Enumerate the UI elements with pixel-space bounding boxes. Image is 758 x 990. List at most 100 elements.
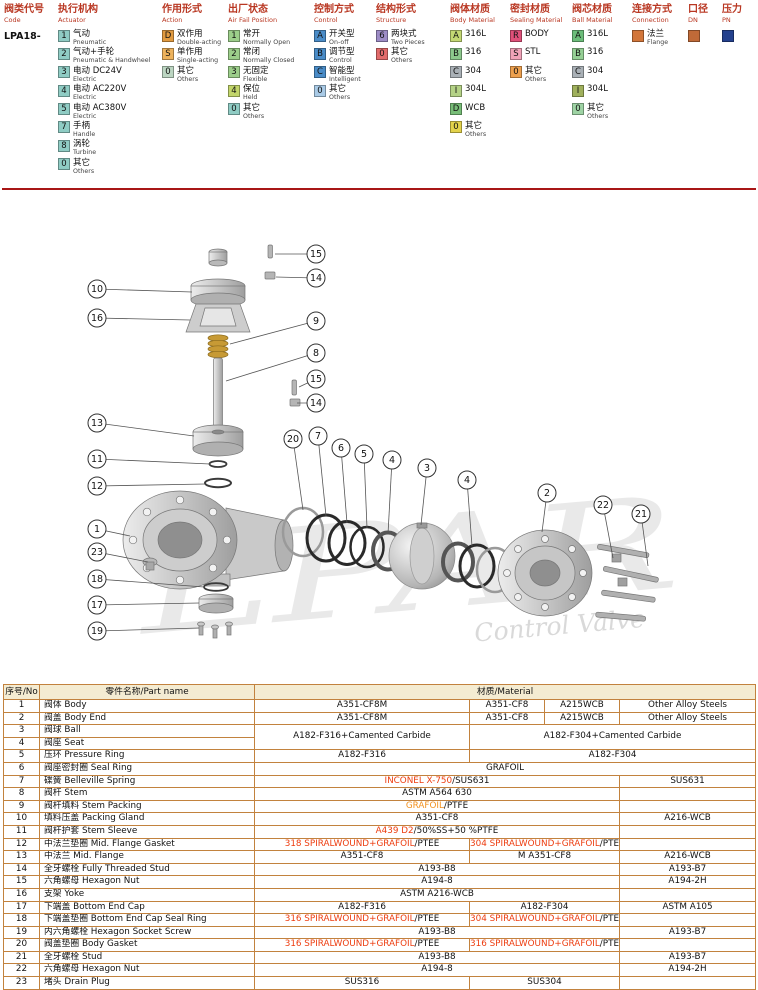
- material-text: A351-CF8M: [336, 712, 388, 723]
- callout-3: 3: [417, 458, 437, 526]
- part-no-cell: 19: [3, 925, 40, 940]
- callout-9: 9: [229, 311, 326, 345]
- option-label-cn: 316: [465, 47, 482, 58]
- material-cell: A215WCB: [544, 699, 620, 713]
- material-cell: ASTM A564 630: [254, 787, 620, 801]
- material-highlight-text: 304 SPIRALWOUND+GRAFOIL: [470, 914, 600, 925]
- column-header-en: Action: [162, 16, 183, 24]
- material-cell: A439 D2/50%SS+50 %PTFE: [254, 824, 620, 839]
- material-cell: [618, 913, 757, 927]
- part-no-cell: 7: [3, 774, 40, 789]
- column-header-en: Body Material: [450, 16, 495, 24]
- option-code-box: 0: [58, 158, 70, 171]
- option-label-cn: 其它: [587, 102, 605, 113]
- callout-14: 14: [275, 268, 326, 288]
- option-label-en: Others: [329, 94, 351, 102]
- column-header-cn: 出厂状态: [228, 4, 268, 15]
- callout-number: 5: [361, 449, 367, 460]
- material-cell: INCONEL X-750/SUS631: [254, 774, 620, 789]
- material-text: A194-2H: [668, 876, 707, 887]
- option-code-box: A: [314, 29, 326, 42]
- material-text: GRAFOIL: [485, 762, 525, 773]
- option-label-cn: 其它: [329, 84, 347, 95]
- column-header-cn: 结构形式: [376, 4, 416, 15]
- material-text: A351-CF8: [485, 712, 529, 723]
- callout-23: 23: [87, 542, 149, 563]
- material-text: A182-F304: [520, 901, 569, 912]
- code-column-header: 阀类代号 Code: [4, 4, 58, 24]
- column-header-cn: 密封材质: [510, 4, 550, 15]
- option-label-en: Pneumatic: [73, 39, 107, 46]
- option-label-en: Others: [525, 75, 547, 83]
- material-cell: A351-CF8: [469, 711, 545, 726]
- callout-13: 13: [87, 413, 195, 437]
- material-cell: A351-CF8: [469, 699, 545, 713]
- callout-number: 14: [310, 398, 322, 409]
- option-code-box: 0: [314, 84, 326, 97]
- option-label-cn: 其它: [73, 157, 91, 168]
- part-socket-screws: [197, 621, 233, 639]
- option-labels: 316: [465, 47, 481, 57]
- option-code-box: D: [450, 103, 462, 116]
- callout-6: 6: [331, 438, 351, 524]
- material-cell: A216-WCB: [618, 850, 757, 864]
- material-cell: SUS631: [618, 774, 757, 789]
- part-top-stud-nut: [264, 244, 276, 280]
- callout-4: 4: [382, 450, 402, 535]
- option-code-box: 0: [510, 66, 522, 79]
- table-header-row: 序号/No 零件名称/Part name 材质/Material: [3, 684, 757, 700]
- option-code-box: C: [572, 66, 584, 79]
- option-label-en: Flange: [647, 39, 669, 46]
- option-label-en: Held: [243, 94, 258, 102]
- option-label-cn: 单作用: [177, 47, 203, 58]
- part-yoke: [185, 303, 251, 333]
- material-cell: [618, 887, 757, 902]
- column-header-cn: 阀芯材质: [572, 4, 612, 15]
- callout-number: 8: [313, 348, 319, 359]
- option-label-cn: 其它: [525, 65, 543, 76]
- callout-number: 22: [597, 500, 609, 511]
- column-header-en: DN: [688, 16, 698, 24]
- part-no-cell: 1: [3, 699, 40, 713]
- column-header-en: Actuator: [58, 16, 86, 24]
- callout-number: 15: [310, 249, 322, 260]
- part-side-stud-nut: [289, 379, 301, 407]
- option-label-en: Electric: [73, 75, 97, 83]
- callout-number: 4: [389, 455, 395, 466]
- material-cell: A182-F304: [469, 900, 620, 915]
- column-header-cn: 连接方式: [632, 4, 672, 15]
- th-part-name: 零件名称/Part name: [39, 684, 255, 700]
- part-drain-plug: [142, 557, 158, 571]
- material-text: A351-CF8: [340, 851, 384, 862]
- option-label-en: Others: [391, 57, 413, 65]
- option-label-cn: 其它: [465, 120, 483, 131]
- part-no-cell: 20: [3, 938, 40, 952]
- option-code-box: 2: [228, 47, 240, 60]
- column-header-cn: 阀体材质: [450, 4, 490, 15]
